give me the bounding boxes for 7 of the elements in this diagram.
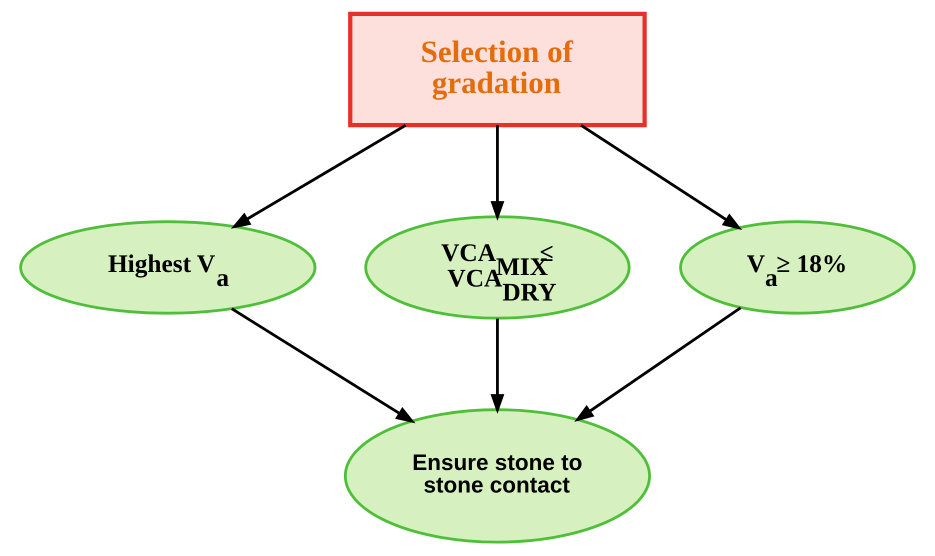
- node-box: Selection of gradation: [348, 12, 647, 128]
- arrow: [231, 308, 416, 424]
- arrow: [580, 124, 742, 230]
- arrow: [490, 125, 504, 221]
- arrow: [490, 318, 504, 414]
- arrow: [230, 124, 406, 229]
- arrow: [574, 306, 742, 422]
